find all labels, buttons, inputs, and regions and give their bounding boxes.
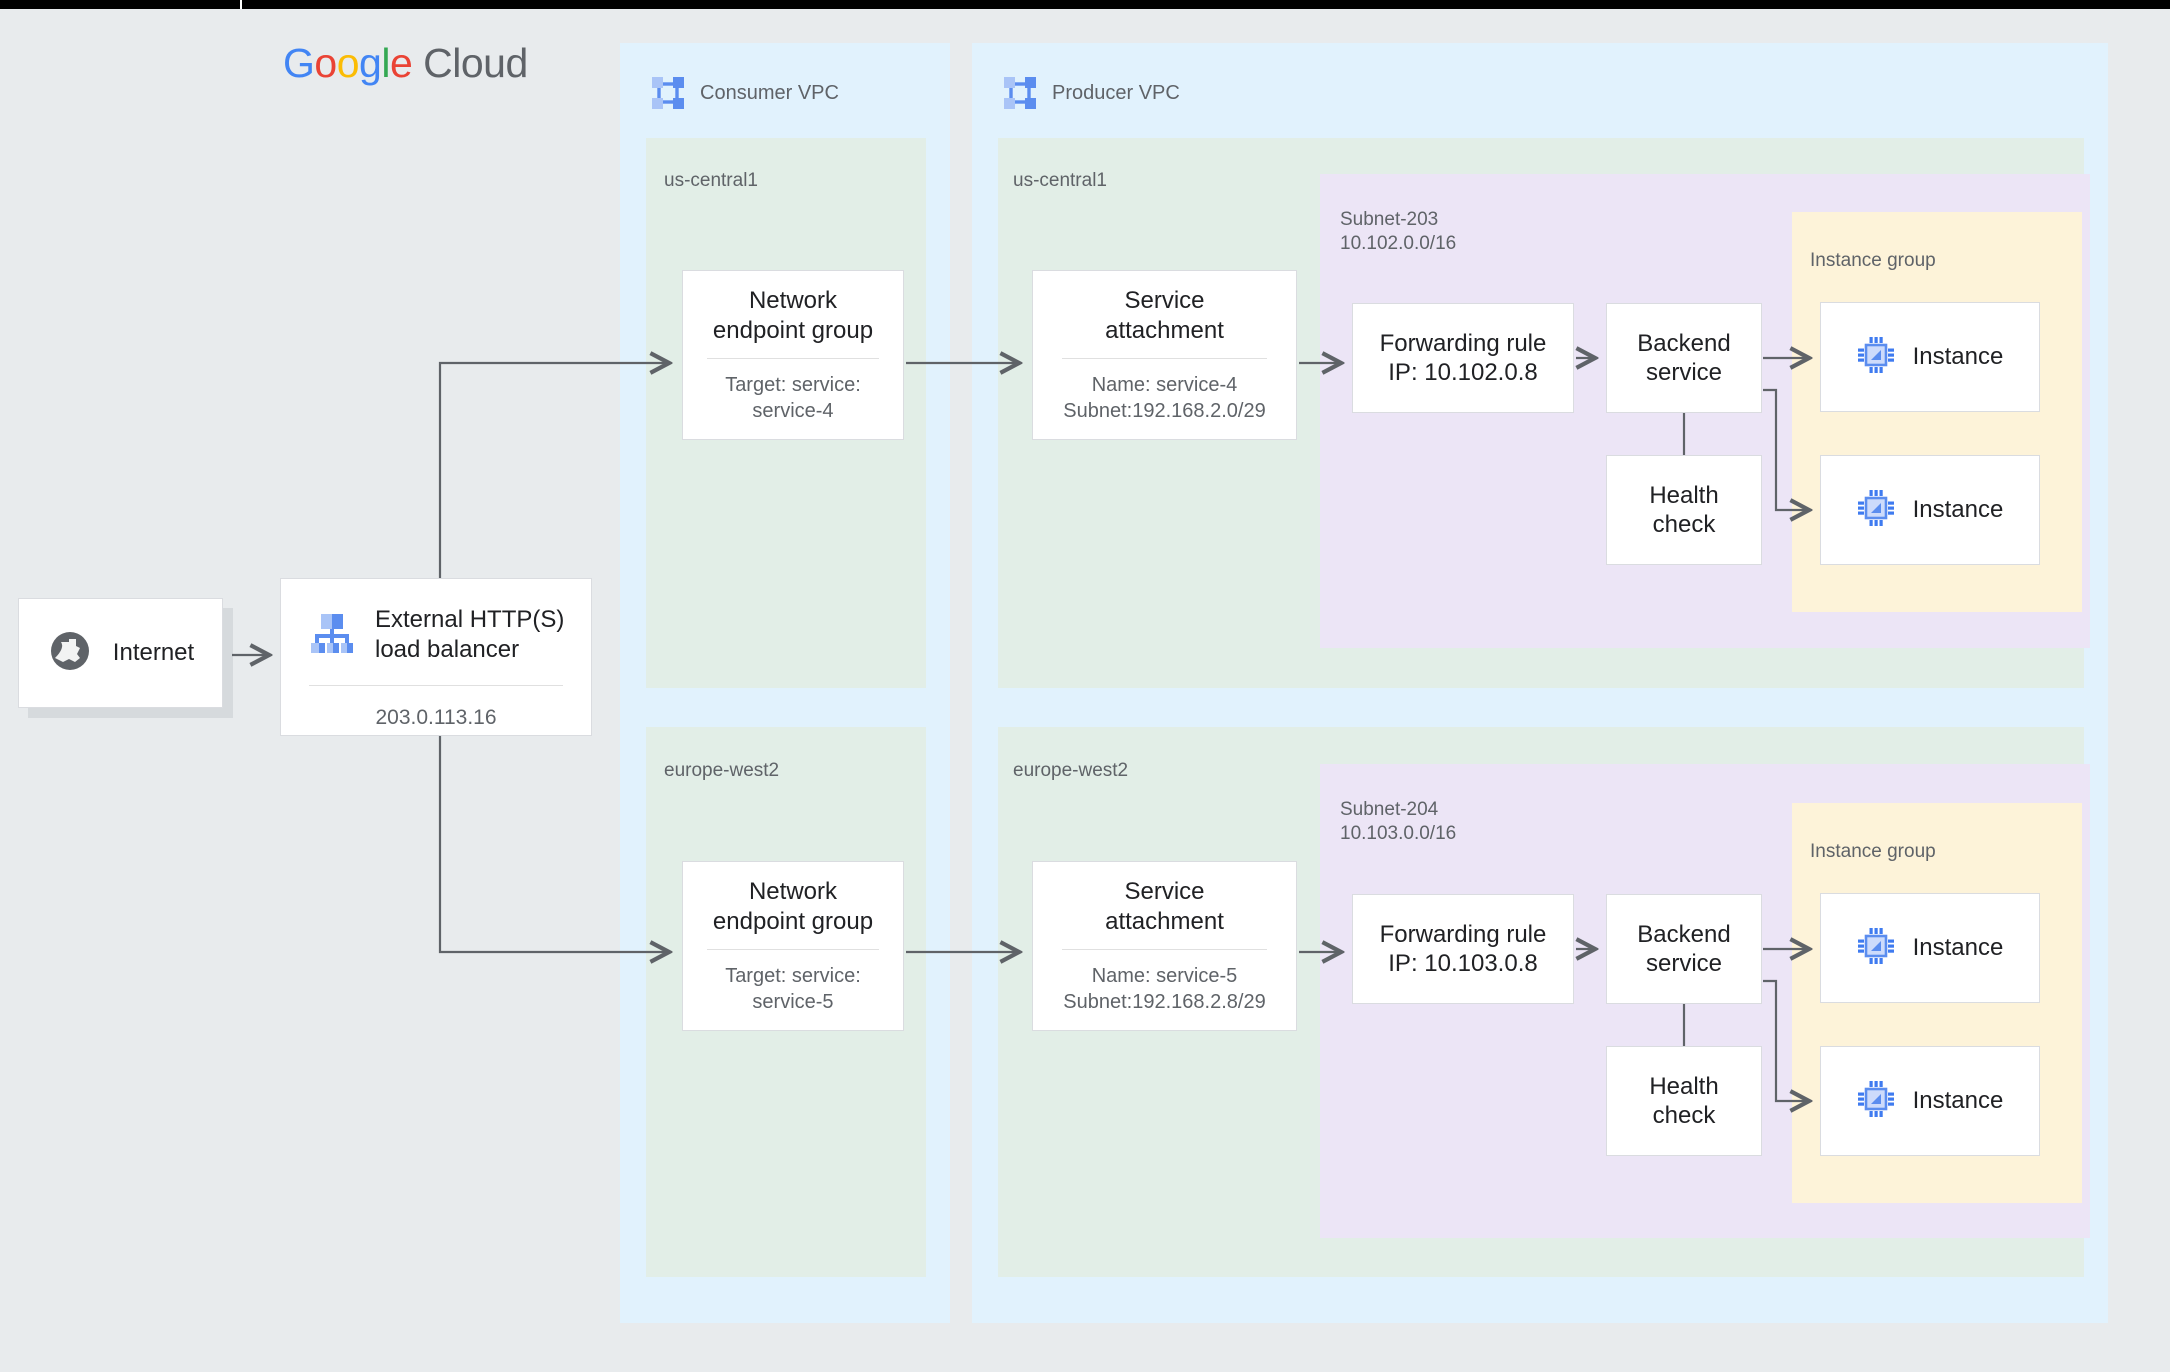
vpc-icon — [650, 75, 686, 111]
sa-sub-1: Name: service-5 Subnet:192.168.2.8/29 — [1063, 964, 1266, 1013]
fr-title-1: Forwarding rule IP: 10.103.0.8 — [1379, 920, 1547, 977]
forwarding-rule-0[interactable]: Forwarding rule IP: 10.102.0.8 — [1352, 303, 1574, 413]
instance-label: Instance — [1912, 934, 2004, 961]
divider — [309, 685, 563, 686]
subnet-name-1: Subnet-204 — [1340, 799, 1439, 820]
instance-0-0[interactable]: Instance — [1820, 302, 2040, 412]
subnet-name-0: Subnet-203 — [1340, 209, 1439, 230]
instance-1-0[interactable]: Instance — [1820, 893, 2040, 1003]
divider — [1061, 357, 1268, 359]
backend-service-0[interactable]: Backend service — [1606, 303, 1762, 413]
vpc-icon — [1002, 75, 1038, 111]
divider — [707, 357, 879, 359]
instance-label: Instance — [1912, 1087, 2004, 1114]
instance-group-label-0: Instance group — [1810, 250, 1936, 271]
consumer-region-label-0: us-central1 — [664, 170, 758, 191]
service-attachment-1[interactable]: Service attachment Name: service-5 Subne… — [1032, 861, 1297, 1031]
internet-label: Internet — [112, 639, 195, 666]
hc-title-1: Health check — [1649, 1072, 1719, 1129]
instance-1-1[interactable]: Instance — [1820, 1046, 2040, 1156]
network-endpoint-group-0[interactable]: Network endpoint group Target: service: … — [682, 270, 904, 440]
subnet-cidr-0: 10.102.0.0/16 — [1340, 232, 1457, 254]
subnet-cidr-1: 10.103.0.0/16 — [1340, 822, 1457, 844]
bs-title-1: Backend service — [1637, 920, 1731, 977]
producer-region-label-1: europe-west2 — [1013, 760, 1129, 781]
divider — [707, 948, 879, 950]
health-check-0[interactable]: Health check — [1606, 455, 1762, 565]
bs-title-0: Backend service — [1637, 329, 1731, 386]
sa-title-0: Service attachment — [1105, 287, 1224, 344]
neg-sub-0: Target: service: service-4 — [725, 373, 861, 422]
consumer-vpc-title: Consumer VPC — [700, 82, 839, 104]
instance-icon — [1857, 927, 1895, 970]
top-black-bar — [0, 0, 2170, 9]
google-cloud-logo: Google Cloud — [283, 40, 528, 86]
top-bar-notch — [240, 0, 242, 9]
instance-icon — [1857, 1080, 1895, 1123]
globe-icon — [47, 628, 93, 679]
neg-title-0: Network endpoint group — [712, 287, 874, 344]
instance-icon — [1857, 336, 1895, 379]
internet-node[interactable]: Internet — [18, 598, 223, 708]
load-balancer-node[interactable]: External HTTP(S) load balancer 203.0.113… — [280, 578, 592, 736]
consumer-region-label-1: europe-west2 — [664, 760, 780, 781]
producer-region-label-0: us-central1 — [1013, 170, 1107, 191]
instance-label: Instance — [1912, 496, 2004, 523]
health-check-1[interactable]: Health check — [1606, 1046, 1762, 1156]
forwarding-rule-1[interactable]: Forwarding rule IP: 10.103.0.8 — [1352, 894, 1574, 1004]
network-endpoint-group-1[interactable]: Network endpoint group Target: service: … — [682, 861, 904, 1031]
neg-title-1: Network endpoint group — [712, 878, 874, 935]
instance-0-1[interactable]: Instance — [1820, 455, 2040, 565]
load-balancer-ip: 203.0.113.16 — [375, 706, 497, 729]
instance-label: Instance — [1912, 343, 2004, 370]
load-balancer-title: External HTTP(S) load balancer — [375, 606, 565, 663]
hc-title-0: Health check — [1649, 481, 1719, 538]
fr-title-0: Forwarding rule IP: 10.102.0.8 — [1379, 329, 1547, 386]
sa-sub-0: Name: service-4 Subnet:192.168.2.0/29 — [1063, 373, 1266, 422]
sa-title-1: Service attachment — [1105, 878, 1224, 935]
instance-group-label-1: Instance group — [1810, 841, 1936, 862]
load-balancer-icon — [309, 610, 355, 661]
instance-icon — [1857, 489, 1895, 532]
neg-sub-1: Target: service: service-5 — [725, 964, 861, 1013]
producer-vpc-title: Producer VPC — [1052, 82, 1180, 104]
service-attachment-0[interactable]: Service attachment Name: service-4 Subne… — [1032, 270, 1297, 440]
backend-service-1[interactable]: Backend service — [1606, 894, 1762, 1004]
divider — [1061, 948, 1268, 950]
